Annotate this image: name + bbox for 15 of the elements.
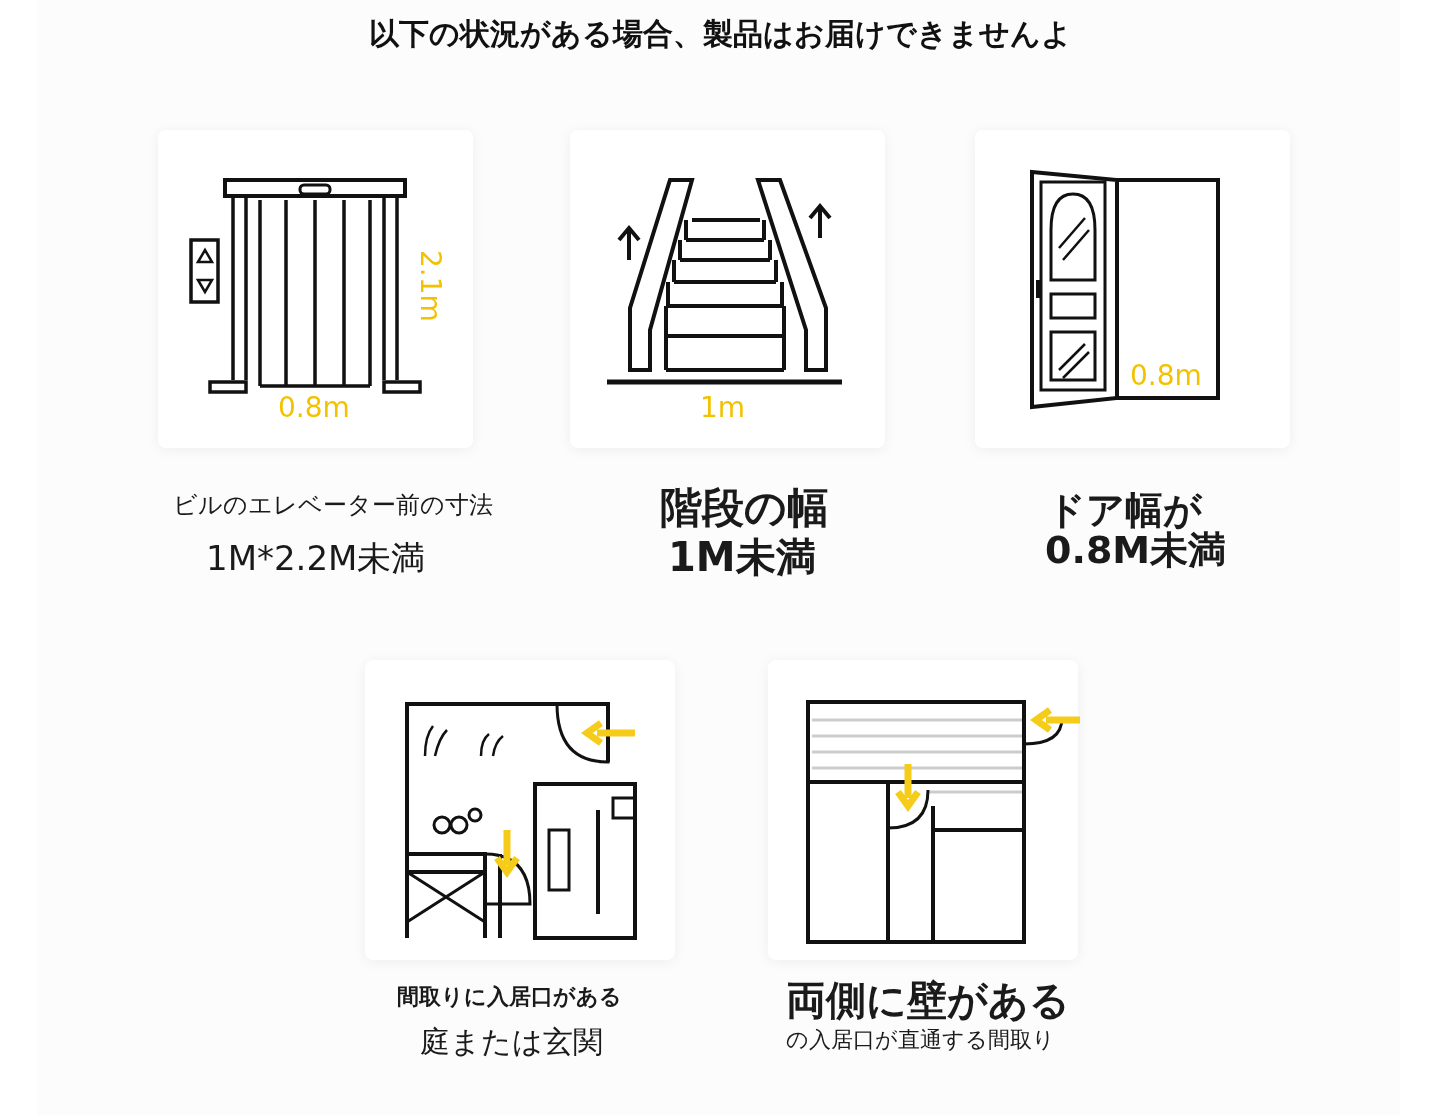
caption-heading: ドア幅が [1047, 490, 1202, 532]
page-title: 以下の状況がある場合、製品はお届けできませんよ [367, 15, 1073, 53]
dimension-label: 0.8m [278, 394, 350, 422]
caption-value: 0.8M未満 [1045, 530, 1227, 572]
caption-text: の入居口が直通する間取り [786, 1028, 1055, 1053]
dimension-label: 1m [700, 394, 746, 422]
caption-value: 1M*2.2M未満 [206, 540, 426, 578]
dimension-label: 0.8m [1130, 362, 1202, 390]
caption-text: ビルのエレベーター前の寸法 [173, 492, 493, 519]
caption-text: 間取りに入居口がある [397, 985, 622, 1010]
caption-value: 1M未満 [668, 535, 816, 579]
caption-heading: 階段の幅 [660, 485, 829, 532]
dimension-label: 2.1m [416, 250, 444, 322]
caption-value: 庭または玄関 [420, 1025, 603, 1058]
caption-heading: 両側に壁がある [786, 978, 1070, 1022]
